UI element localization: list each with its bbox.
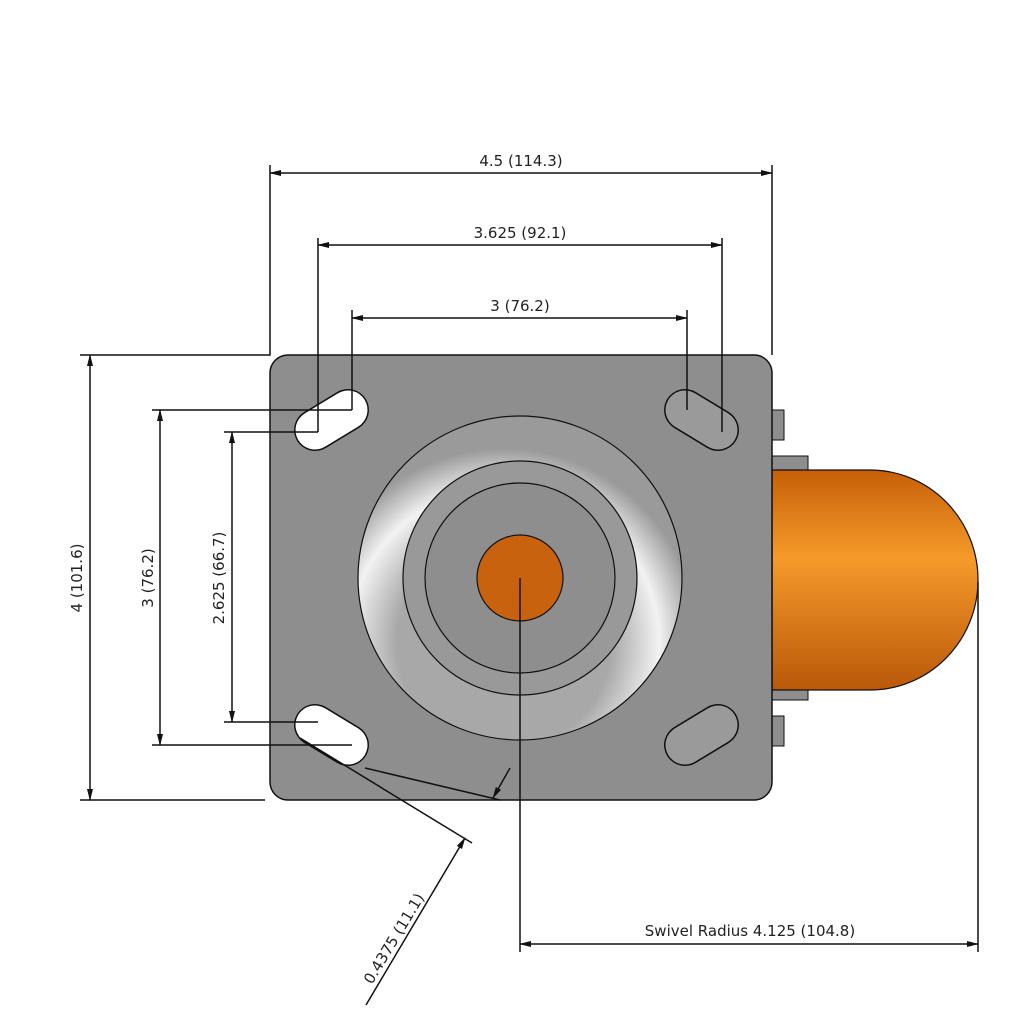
dim-swivel-radius: Swivel Radius 4.125 (104.8) (645, 922, 855, 940)
dim-overall-width: 4.5 (114.3) (479, 152, 562, 170)
dim-slot-width: 0.4375 (11.1) (360, 890, 428, 987)
dim-overall-length: 4 (101.6) (68, 544, 86, 613)
dim-slot-outer-width: 3.625 (92.1) (474, 224, 567, 242)
mounting-slot-bottom-left (295, 705, 368, 765)
wheel (771, 409, 979, 747)
top-plate (269, 354, 773, 801)
dim-slot-outer-length: 3 (76.2) (139, 548, 157, 607)
dim-slot-inner-length: 2.625 (66.7) (210, 532, 228, 625)
mounting-slot-top-left (295, 390, 368, 450)
mounting-slot-bottom-right (665, 705, 738, 765)
dimension-lines (80, 165, 979, 1006)
mounting-slot-top-right (665, 390, 738, 450)
dim-slot-inner-width: 3 (76.2) (490, 297, 549, 315)
